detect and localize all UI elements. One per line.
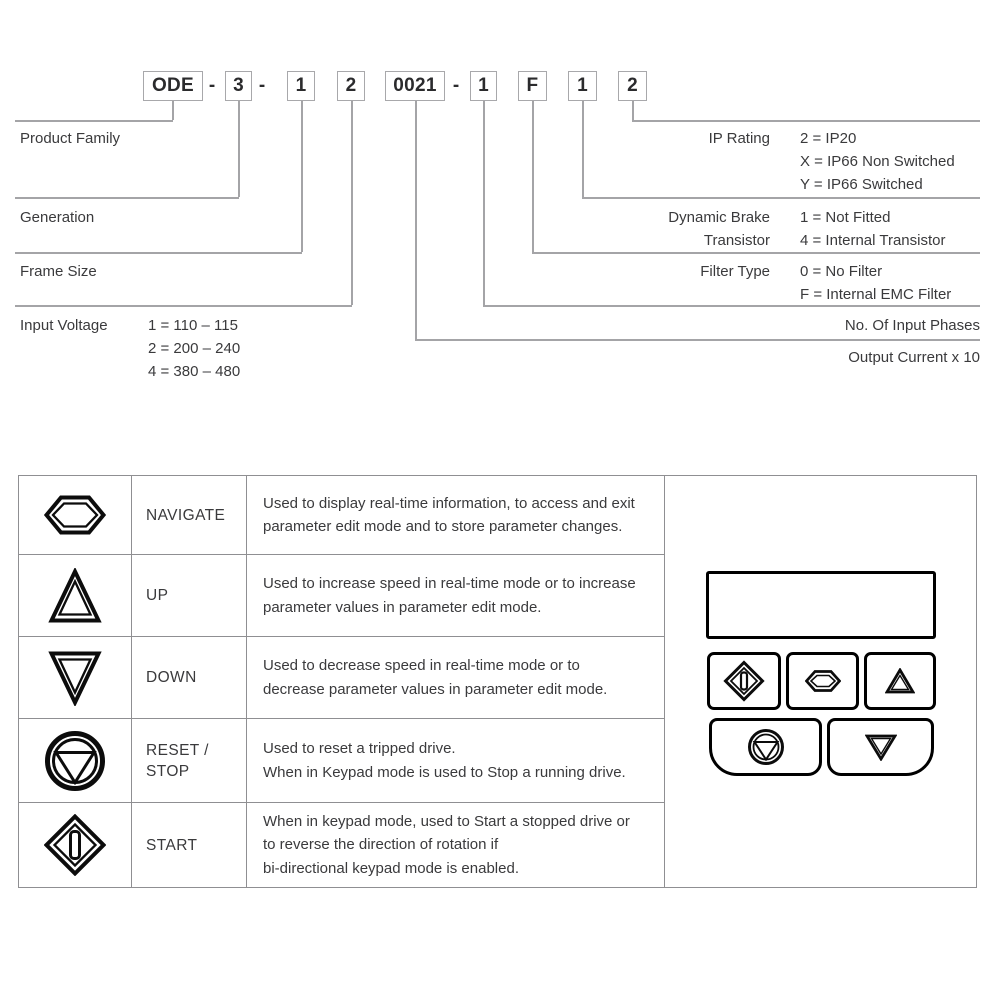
key-name: START bbox=[132, 803, 247, 887]
code-segment-dynamic-brake: 1 bbox=[568, 71, 597, 101]
navigate-hexagon-icon bbox=[19, 476, 132, 554]
code-segment-input-voltage: 2 bbox=[337, 71, 365, 101]
label-ip-rating: IP Rating bbox=[708, 130, 770, 147]
keypad-illustration bbox=[665, 476, 976, 887]
connector-line bbox=[582, 101, 584, 197]
down-triangle-icon bbox=[19, 637, 132, 718]
values-dynamic-brake-transistor: 1 = Not Fitted 4 = Internal Transistor bbox=[800, 209, 946, 249]
table-row-down: DOWN Used to decrease speed in real-time… bbox=[19, 636, 665, 718]
key-name: UP bbox=[132, 555, 247, 636]
up-triangle-icon bbox=[19, 555, 132, 636]
label-generation: Generation bbox=[20, 209, 95, 226]
code-segment-input-phases: 1 bbox=[470, 71, 497, 101]
key-name: NAVIGATE bbox=[132, 476, 247, 554]
connector-line bbox=[632, 101, 634, 120]
key-name: RESET / STOP bbox=[132, 719, 247, 802]
code-segment-filter-type: F bbox=[518, 71, 547, 101]
connector-line bbox=[172, 101, 174, 120]
keypad-down-button bbox=[827, 718, 934, 776]
label-input-voltage: Input Voltage bbox=[20, 317, 108, 334]
code-dash: - bbox=[258, 75, 266, 96]
up-triangle-icon bbox=[885, 668, 915, 694]
down-triangle-icon bbox=[864, 734, 897, 761]
connector-line bbox=[301, 101, 303, 252]
connector-line bbox=[415, 101, 417, 339]
label-filter-type: Filter Type bbox=[700, 263, 770, 280]
code-segment-product-family: ODE bbox=[143, 71, 203, 101]
table-row-start: START When in keypad mode, used to Start… bbox=[19, 802, 665, 887]
key-description: Used to decrease speed in real-time mode… bbox=[247, 637, 665, 718]
start-diamond-icon bbox=[19, 803, 132, 887]
keypad-up-button bbox=[864, 652, 936, 710]
connector-line bbox=[483, 101, 485, 305]
connector-line bbox=[532, 252, 980, 254]
connector-line bbox=[15, 252, 302, 254]
label-frame-size: Frame Size bbox=[20, 263, 97, 280]
connector-line bbox=[532, 101, 534, 252]
connector-line bbox=[15, 197, 239, 199]
table-rows: NAVIGATE Used to display real-time infor… bbox=[19, 476, 665, 887]
keypad-reset-stop-button bbox=[709, 718, 822, 776]
label-no-of-input-phases: No. Of Input Phases bbox=[844, 317, 980, 334]
connector-line bbox=[582, 197, 980, 199]
label-dynamic-brake-transistor: Dynamic Brake Transistor bbox=[668, 209, 770, 249]
key-description: Used to reset a tripped drive. When in K… bbox=[247, 719, 665, 802]
key-description: When in keypad mode, used to Start a sto… bbox=[247, 803, 665, 887]
connector-line bbox=[15, 305, 352, 307]
code-dash: - bbox=[452, 75, 460, 96]
keypad-navigate-button bbox=[786, 652, 859, 710]
label-output-current: Output Current x 10 bbox=[848, 349, 980, 366]
key-name: DOWN bbox=[132, 637, 247, 718]
connector-line bbox=[15, 120, 173, 122]
code-dash: - bbox=[208, 75, 216, 96]
connector-line bbox=[632, 120, 980, 122]
start-diamond-icon bbox=[723, 660, 765, 702]
code-segment-frame-size: 1 bbox=[287, 71, 315, 101]
connector-line bbox=[238, 101, 240, 197]
key-description: Used to increase speed in real-time mode… bbox=[247, 555, 665, 636]
values-ip-rating: 2 = IP20 X = IP66 Non Switched Y = IP66 … bbox=[800, 130, 955, 193]
values-filter-type: 0 = No Filter F = Internal EMC Filter bbox=[800, 263, 952, 303]
key-description: Used to display real-time information, t… bbox=[247, 476, 665, 554]
reset-stop-circle-icon bbox=[747, 728, 785, 766]
values-input-voltage: 1 = 110 – 115 2 = 200 – 240 4 = 380 – 48… bbox=[148, 317, 241, 380]
connector-line bbox=[483, 305, 980, 307]
code-segment-output-current: 0021 bbox=[385, 71, 445, 101]
code-segment-ip-rating: 2 bbox=[618, 71, 647, 101]
keypad-start-button bbox=[707, 652, 781, 710]
connector-line bbox=[351, 101, 353, 305]
navigate-hexagon-icon bbox=[804, 670, 841, 692]
connector-line bbox=[415, 339, 980, 341]
table-row-up: UP Used to increase speed in real-time m… bbox=[19, 554, 665, 636]
table-row-navigate: NAVIGATE Used to display real-time infor… bbox=[19, 476, 665, 554]
keypad-display bbox=[706, 571, 936, 639]
label-product-family: Product Family bbox=[20, 130, 121, 147]
reset-stop-circle-icon bbox=[19, 719, 132, 802]
table-row-reset-stop: RESET / STOP Used to reset a tripped dri… bbox=[19, 718, 665, 802]
keypad-function-table: NAVIGATE Used to display real-time infor… bbox=[18, 475, 977, 888]
code-segment-generation: 3 bbox=[225, 71, 252, 101]
